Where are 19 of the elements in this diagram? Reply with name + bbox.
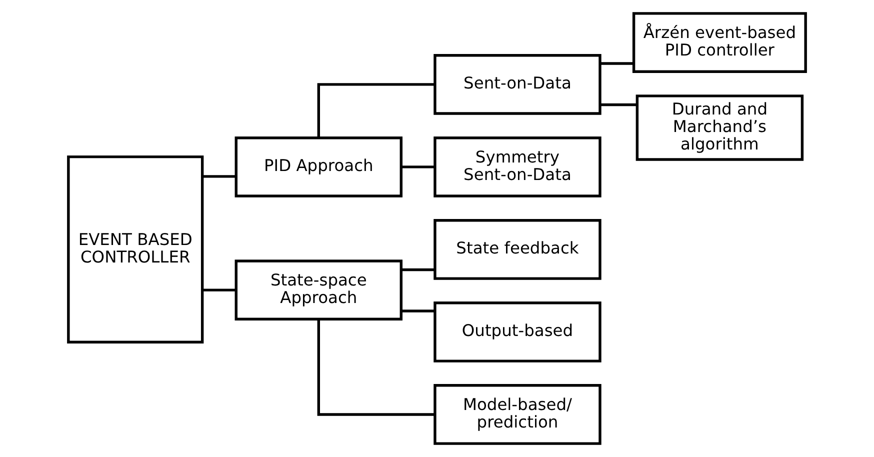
- node-box: Årzén event-based PID controller: [632, 12, 807, 73]
- node-box: Sent-on-Data: [434, 54, 602, 115]
- connector: [401, 268, 435, 272]
- connector: [600, 62, 634, 65]
- connector: [317, 83, 435, 138]
- connector: [202, 288, 236, 292]
- connector: [401, 310, 435, 312]
- node-box: State-space Approach: [234, 260, 402, 320]
- node-box: EVENT BASED CONTROLLER: [67, 155, 204, 344]
- connector: [202, 175, 236, 178]
- connector: [317, 320, 435, 416]
- node-box: Output-based: [434, 302, 602, 362]
- node-box: Model-based/ prediction: [434, 384, 602, 445]
- connector: [401, 166, 435, 168]
- node-box: State feedback: [434, 219, 602, 280]
- node-box: Durand and Marchand’s algorithm: [636, 94, 804, 161]
- node-box: PID Approach: [234, 136, 402, 198]
- connector: [600, 103, 637, 106]
- node-box: Symmetry Sent-on-Data: [434, 136, 602, 198]
